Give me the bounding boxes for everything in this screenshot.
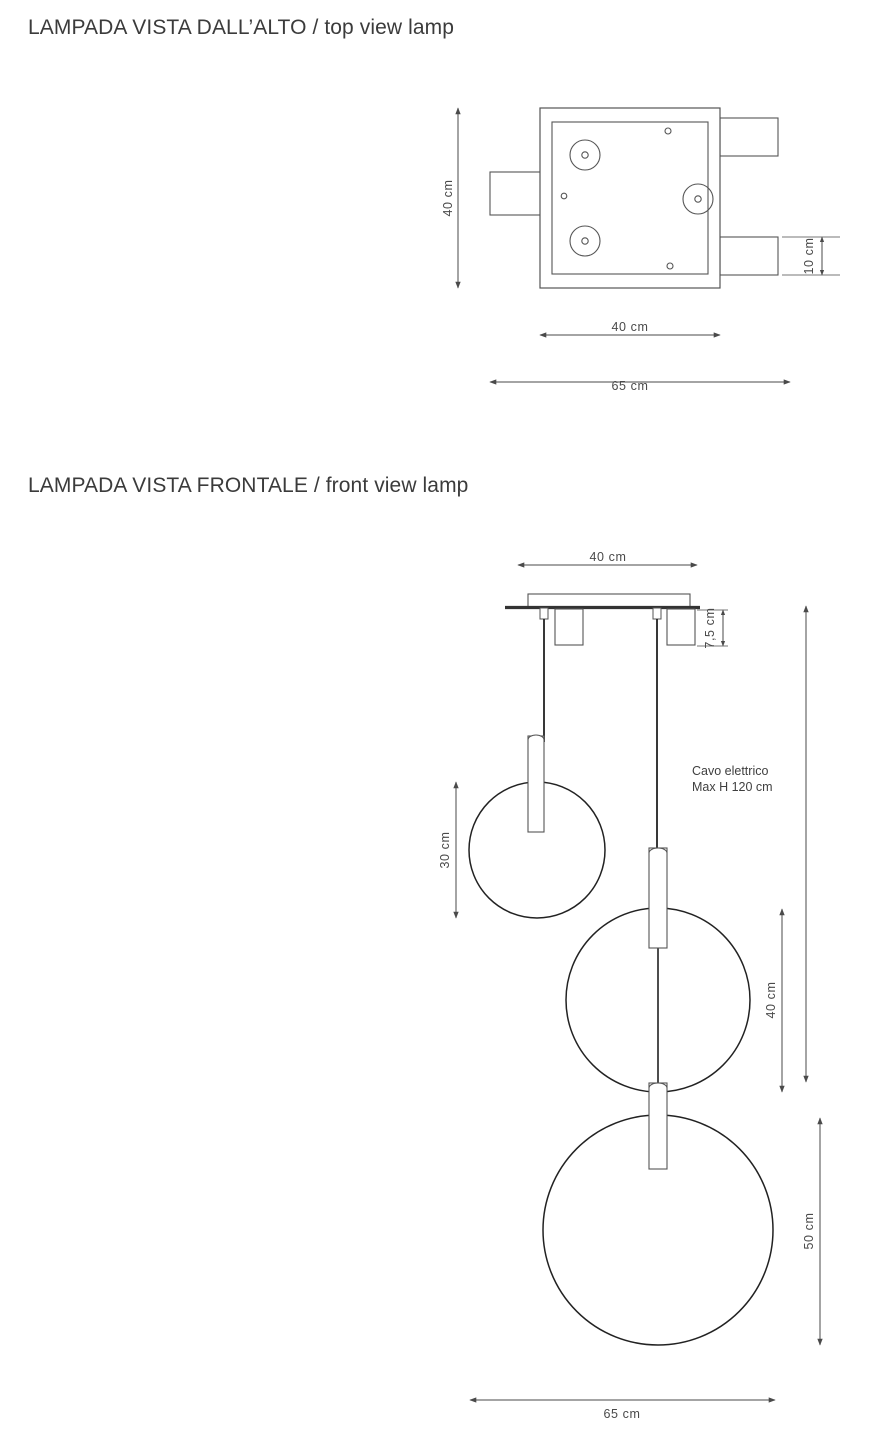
dim-label-top-plate-width: 40 cm xyxy=(611,320,648,334)
front-view-grommet-right xyxy=(652,607,662,620)
dim-front-globe-small: 30 cm xyxy=(438,781,459,919)
top-view-plate-inner xyxy=(551,121,709,275)
front-view-stem-cap-small xyxy=(527,734,545,741)
top-view-screw-hole-top-right xyxy=(664,127,672,135)
dim-label-front-globe-medium: 40 cm xyxy=(764,981,778,1018)
cable-note: Cavo elettrico Max H 120 cm xyxy=(692,764,773,794)
dim-label-front-overall-width: 65 cm xyxy=(603,1407,640,1421)
dim-top-plate-width: 40 cm xyxy=(539,320,721,338)
top-view-socket-lower-left xyxy=(569,225,601,257)
dim-label-top-plate-height: 40 cm xyxy=(441,179,455,216)
dim-front-globe-medium: 40 cm xyxy=(764,908,785,1093)
dim-label-front-plate-thickness: 7,5 cm xyxy=(703,607,717,648)
top-view-socket-upper-left xyxy=(569,139,601,171)
front-view-stem-cap-medium xyxy=(648,847,668,854)
dim-top-overall-width: 65 cm xyxy=(489,379,791,393)
top-view-plate-outer xyxy=(539,107,721,289)
front-view-canopy-back xyxy=(527,593,691,608)
top-view-screw-hole-bottom-right xyxy=(666,262,674,270)
front-view-stem-large xyxy=(648,1082,668,1170)
front-view-title: LAMPADA VISTA FRONTALE / front view lamp xyxy=(28,474,469,497)
front-view-grommet-left xyxy=(539,607,549,620)
top-view-screw-hole-left xyxy=(560,192,568,200)
dim-label-top-tab-depth: 10 cm xyxy=(802,237,816,274)
dim-label-front-globe-small: 30 cm xyxy=(438,831,452,868)
dim-label-front-globe-large: 50 cm xyxy=(802,1212,816,1249)
front-view-stem-small xyxy=(527,735,545,833)
front-view-driver-box-left xyxy=(554,608,584,646)
dim-front-plate-width: 40 cm xyxy=(517,550,698,568)
top-view-bracket-right-lower xyxy=(719,236,779,276)
dim-front-plate-thickness: 7,5 cm xyxy=(697,607,728,649)
dim-front-globe-large: 50 cm xyxy=(802,1117,823,1346)
front-view-drawing: 40 cm 7,5 cm xyxy=(438,550,823,1421)
cable-note-line1: Cavo elettrico xyxy=(692,764,768,778)
dim-front-overall-width: 65 cm xyxy=(469,1397,776,1421)
top-view-bracket-left xyxy=(489,171,543,216)
front-view-stem-medium xyxy=(648,847,668,949)
dim-label-top-overall-width: 65 cm xyxy=(611,379,648,393)
dim-label-front-plate-width: 40 cm xyxy=(589,550,626,564)
top-view-bracket-right-upper xyxy=(719,117,779,157)
top-view-socket-right xyxy=(682,183,714,215)
top-view-drawing: 40 cm xyxy=(441,107,840,393)
cable-note-line2: Max H 120 cm xyxy=(692,780,773,794)
dim-top-plate-height: 40 cm xyxy=(441,107,461,289)
front-view-driver-box-right xyxy=(666,608,696,646)
top-view-title: LAMPADA VISTA DALL’ALTO / top view lamp xyxy=(28,16,455,39)
dim-top-tab-depth: 10 cm xyxy=(782,236,840,276)
front-view-stem-cap-large xyxy=(648,1082,668,1089)
